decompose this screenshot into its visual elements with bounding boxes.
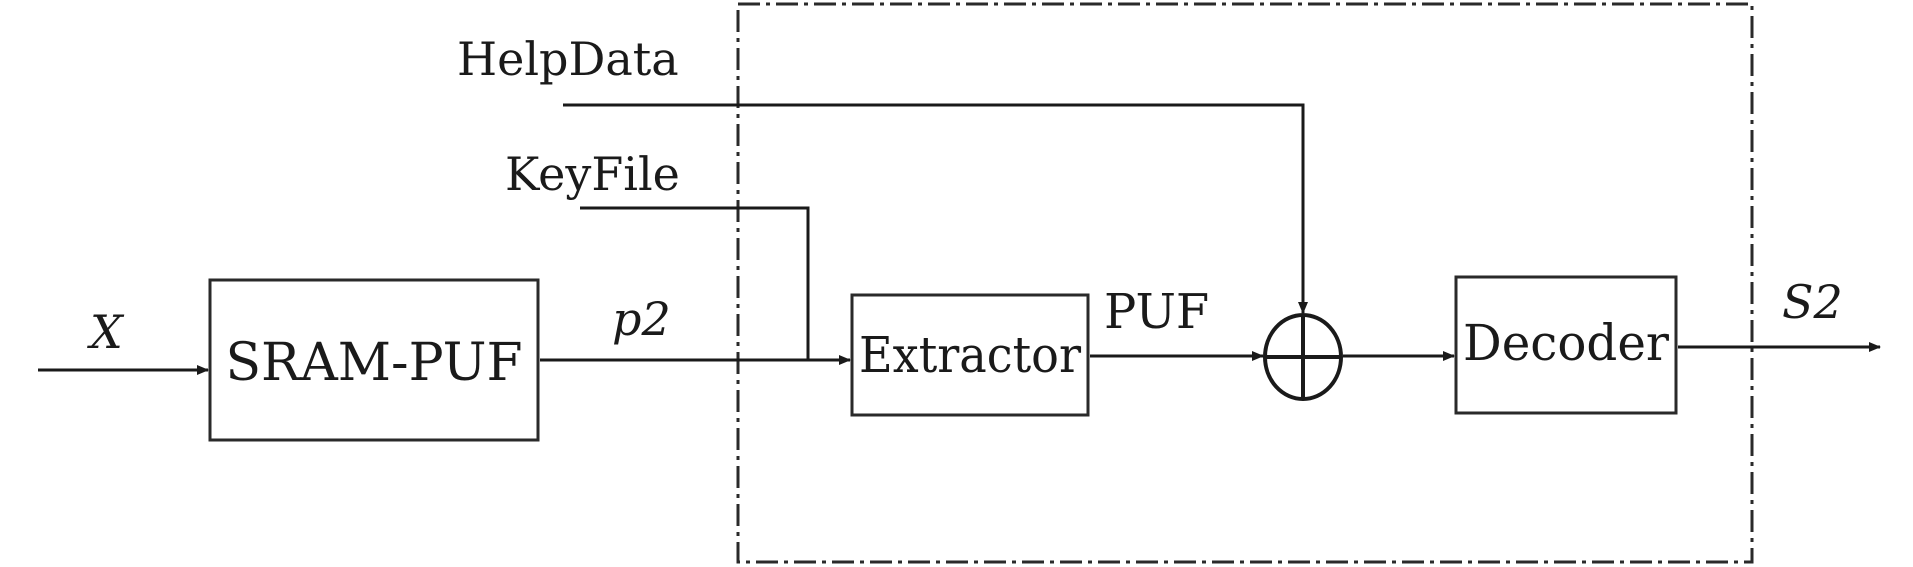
sram-puf-label: SRAM-PUF bbox=[225, 333, 522, 393]
keyfile-line bbox=[580, 206, 810, 360]
keyfile-label: KeyFile bbox=[505, 147, 680, 201]
s2-label: S2 bbox=[1782, 275, 1843, 329]
sram-puf-block bbox=[208, 278, 540, 442]
extractor-label: Extractor bbox=[859, 326, 1081, 384]
decoder-label: Decoder bbox=[1463, 314, 1669, 372]
xor-operator bbox=[1263, 313, 1343, 401]
puf-label: PUF bbox=[1104, 284, 1209, 340]
helpdata-arrow bbox=[563, 103, 1308, 314]
extractor-block bbox=[850, 293, 1090, 417]
input-x-label: X bbox=[87, 305, 125, 359]
helpdata-label: HelpData bbox=[457, 32, 679, 86]
p2-label: p2 bbox=[612, 292, 671, 346]
decoder-block bbox=[1454, 275, 1678, 415]
processing-frame bbox=[736, 2, 1754, 564]
